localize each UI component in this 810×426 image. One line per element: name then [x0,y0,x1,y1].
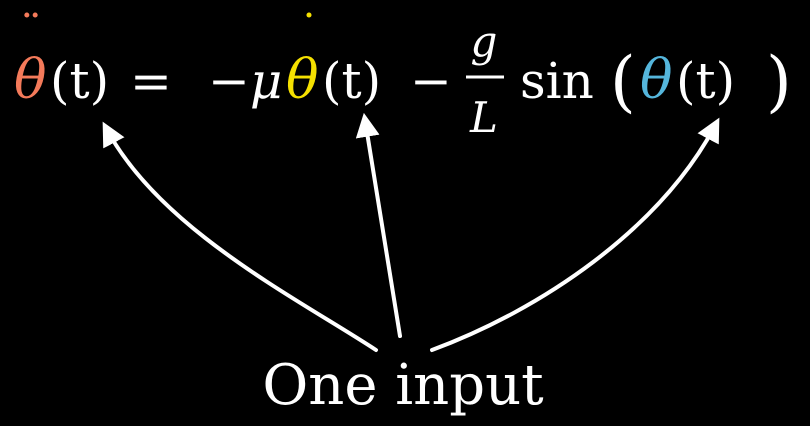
arrow-to-theta [430,117,720,352]
equals-sign: = [130,52,172,110]
fraction-denominator: L [469,93,498,142]
theta-arg: (t) [676,52,735,110]
theta-double-dot-symbol: θ [14,48,47,111]
caption-one-input: One input [262,353,544,418]
theta-dot-symbol: θ [286,48,319,111]
double-dot-accent: ¨ [20,6,42,57]
close-paren: ) [766,43,792,120]
theta-double-dot-arg: (t) [50,52,109,110]
theta-dot-arg: (t) [322,52,381,110]
minus-sign: − [410,52,452,110]
dot-accent: ˙ [298,6,320,57]
equation: θ ¨ (t) = −μ θ ˙ (t) − g L sin ( θ (t) ) [14,6,792,142]
theta-symbol: θ [640,48,673,111]
open-paren: ( [610,43,636,120]
minus-mu: −μ [208,52,282,110]
arrows [102,112,720,352]
fraction-numerator: g [471,17,498,66]
sin-function: sin [520,52,594,110]
arrow-to-theta-double-dot [102,121,378,352]
arrow-to-theta-dot [355,112,402,338]
